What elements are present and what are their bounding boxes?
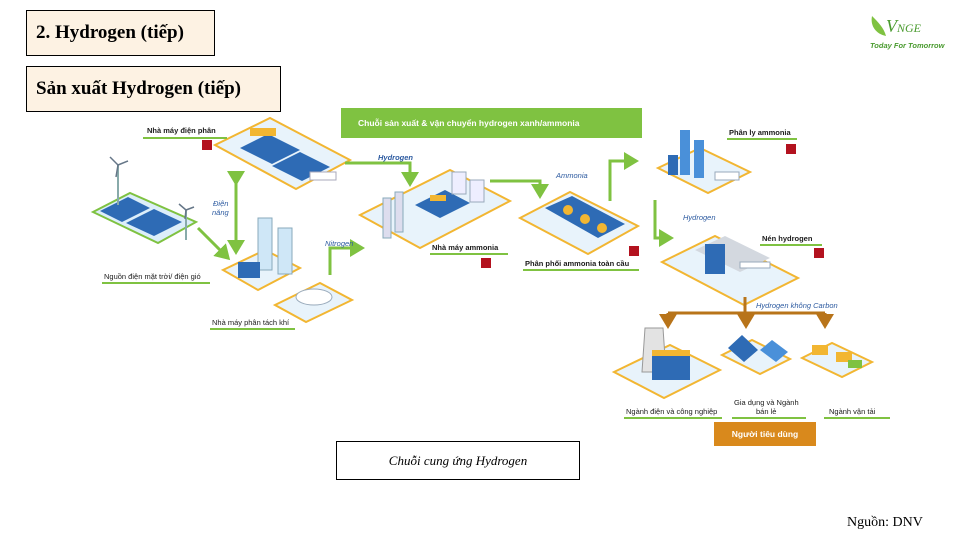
slide-title: 2. Hydrogen (tiếp) bbox=[26, 10, 215, 56]
underline-hydrogen-compression bbox=[760, 244, 822, 246]
logo-mark-small: NGE bbox=[897, 21, 921, 35]
household-retail-icon bbox=[719, 335, 793, 376]
marker-ammonia-distribution bbox=[629, 246, 639, 256]
label-transport: Ngành vận tải bbox=[829, 407, 876, 416]
marker-power-plant bbox=[202, 140, 212, 150]
label-ammonia-plant: Nhà máy ammonia bbox=[432, 243, 499, 252]
transport-icon bbox=[799, 341, 875, 379]
label-household-retail-2: bán lẻ bbox=[756, 407, 777, 416]
label-household-retail-1: Gia dụng và Ngành bbox=[734, 398, 799, 407]
underline-air-separation bbox=[210, 328, 295, 330]
underline-renewables bbox=[102, 282, 210, 284]
solar-wind-icon bbox=[90, 156, 199, 245]
flow-label-nitrogen: Nitrogen bbox=[325, 239, 354, 248]
electrolysis-plant-icon bbox=[212, 116, 353, 191]
flow-label-hydrogen-1: Hydrogen bbox=[378, 153, 414, 162]
flow-label-carbon-free-hydrogen: Hydrogen không Carbon bbox=[756, 301, 838, 310]
figure-caption: Chuỗi cung ứng Hydrogen bbox=[336, 441, 580, 480]
flow-label-ammonia: Ammonia bbox=[556, 171, 588, 180]
power-industry-icon bbox=[611, 327, 723, 400]
ammonia-plant-icon bbox=[357, 168, 513, 250]
air-separation-plant-icon bbox=[220, 217, 355, 324]
ammonia-ship-icon bbox=[517, 190, 641, 256]
marker-ammonia-cracking bbox=[786, 144, 796, 154]
flow-arrows bbox=[196, 152, 674, 275]
hydrogen-compression-plant-icon bbox=[659, 234, 801, 307]
underline-power-plant bbox=[143, 137, 227, 139]
consumers-box: Người tiêu dùng bbox=[714, 422, 816, 446]
consumers-label: Người tiêu dùng bbox=[731, 429, 799, 439]
slide-subtitle-text: Sản xuất Hydrogen (tiếp) bbox=[36, 78, 241, 99]
slide-subtitle: Sản xuất Hydrogen (tiếp) bbox=[26, 66, 281, 112]
source-note: Nguồn: DNV bbox=[847, 515, 923, 530]
flow-label-hydrogen-2: Hydrogen bbox=[683, 213, 716, 222]
marker-hydrogen-compression bbox=[814, 248, 824, 258]
distribution-arrows bbox=[659, 297, 834, 329]
figure-caption-text: Chuỗi cung ứng Hydrogen bbox=[388, 452, 528, 468]
marker-ammonia-plant bbox=[481, 258, 491, 268]
underline-power-industry bbox=[624, 417, 722, 419]
underline-ammonia-distribution bbox=[523, 269, 639, 271]
flow-label-electricity-2: năng bbox=[212, 208, 229, 217]
slide-title-text: 2. Hydrogen (tiếp) bbox=[36, 22, 184, 43]
underline-household-retail bbox=[732, 417, 806, 419]
label-power-plant: Nhà máy điện phân bbox=[147, 126, 216, 135]
logo-mark-big: V bbox=[886, 16, 897, 36]
logo-mark: VNGE bbox=[886, 16, 921, 37]
flow-label-electricity-1: Điện bbox=[213, 199, 229, 208]
underline-transport bbox=[824, 417, 890, 419]
label-power-industry: Ngành điện và công nghiệp bbox=[626, 407, 718, 416]
label-renewables: Nguồn điện mặt trời/ điện gió bbox=[104, 272, 201, 281]
supply-chain-banner: Chuỗi sản xuất & vận chuyển hydrogen xan… bbox=[341, 108, 642, 138]
label-ammonia-cracking: Phân ly ammonia bbox=[729, 128, 791, 137]
label-hydrogen-compression: Nén hydrogen bbox=[762, 234, 813, 243]
banner-text: Chuỗi sản xuất & vận chuyển hydrogen xan… bbox=[358, 118, 580, 128]
vnge-logo: VNGE Today For Tomorrow bbox=[862, 14, 952, 54]
underline-ammonia-plant bbox=[430, 253, 508, 255]
label-ammonia-distribution: Phân phối ammonia toàn cầu bbox=[525, 259, 630, 268]
ammonia-cracking-plant-icon bbox=[655, 130, 753, 195]
label-air-separation: Nhà máy phân tách khí bbox=[212, 318, 290, 327]
underline-ammonia-cracking bbox=[727, 138, 797, 140]
logo-tagline: Today For Tomorrow bbox=[870, 41, 945, 50]
logo-leaf-icon bbox=[871, 16, 886, 36]
